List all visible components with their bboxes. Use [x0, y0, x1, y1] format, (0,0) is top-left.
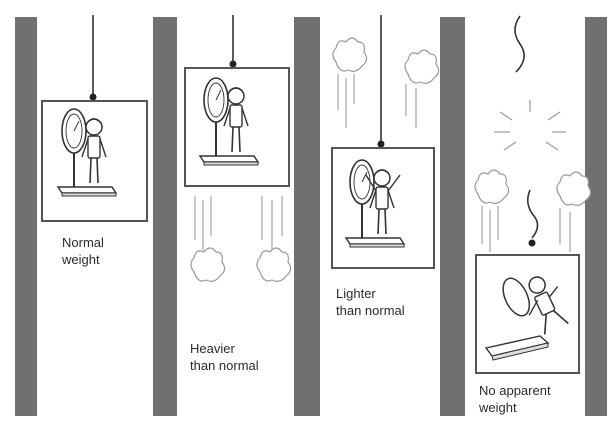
motion-lines [482, 206, 570, 252]
label-lighter: Lighter than normal [336, 285, 405, 319]
motion-cloud-icon [257, 248, 291, 281]
shaft-wall-2 [153, 17, 177, 416]
motion-cloud-icon [405, 50, 439, 83]
panel-heavier [185, 15, 291, 281]
motion-cloud-icon [333, 38, 367, 71]
label-normal-weight: Normal weight [62, 234, 104, 268]
motion-cloud-icon [557, 172, 591, 205]
snapped-cable-icon [515, 16, 524, 72]
shaft-wall-4 [440, 17, 465, 416]
motion-lines [338, 74, 416, 128]
shaft-wall-3 [294, 17, 320, 416]
motion-cloud-icon [191, 248, 225, 281]
panel-lighter [332, 15, 439, 268]
motion-lines [195, 196, 282, 250]
shaft-wall-5 [585, 17, 607, 416]
label-heavier: Heavier than normal [190, 340, 259, 374]
panel-normal-weight [42, 15, 147, 221]
panel-no-weight [475, 16, 591, 373]
shaft-wall-1 [15, 17, 37, 416]
snapped-cable-icon [528, 190, 538, 238]
label-no-weight: No apparent weight [479, 382, 551, 416]
motion-cloud-icon [475, 170, 509, 203]
cable-snap-burst [494, 100, 566, 150]
